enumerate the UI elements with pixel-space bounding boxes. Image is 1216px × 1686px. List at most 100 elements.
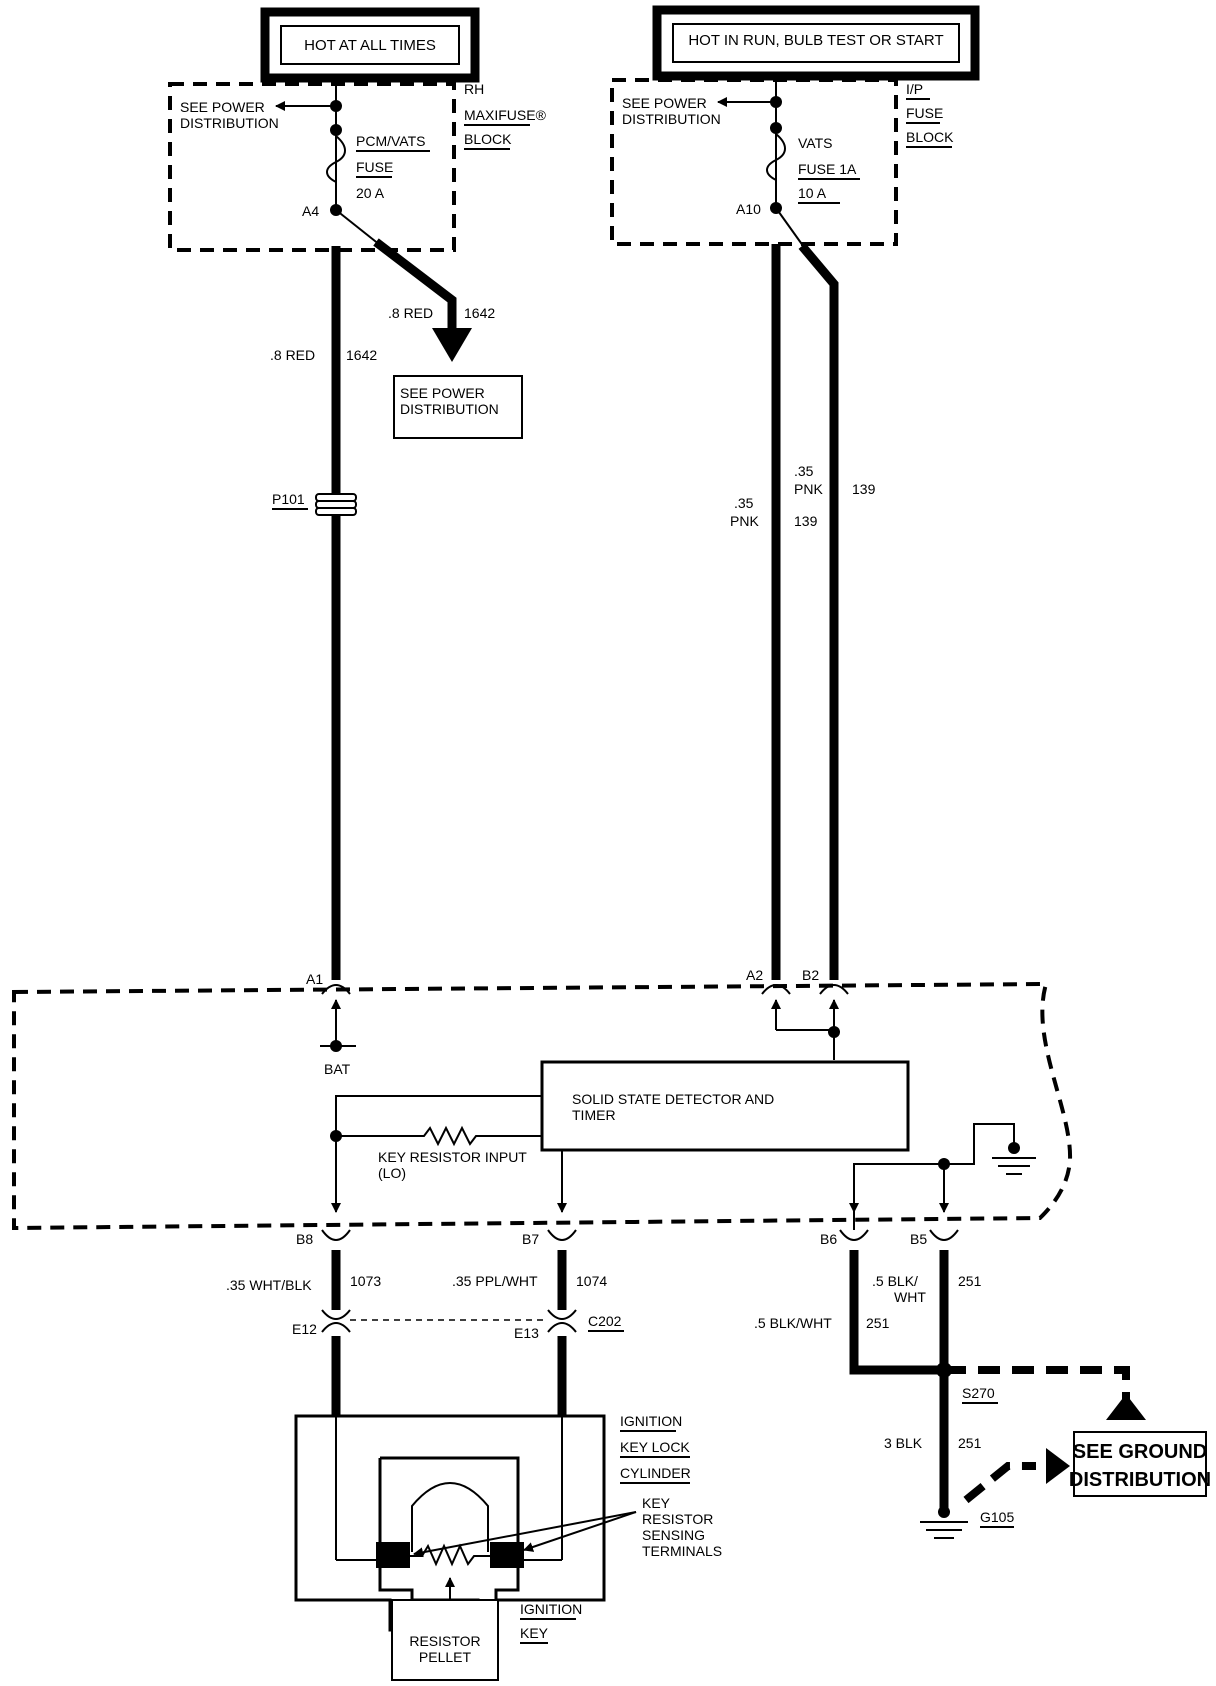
ground-arrow-side — [1046, 1448, 1070, 1484]
ignition-key-lock-cylinder: IGNITION KEY LOCK CYLINDER KEY RESISTOR … — [294, 1413, 722, 1644]
terminal-b5-socket — [929, 1229, 959, 1241]
rh-maxifuse-block: SEE POWER DISTRIBUTION PCM/VATS FUSE 20 … — [168, 81, 547, 252]
ignition-key-arch — [411, 1482, 489, 1552]
ignition-lock-2: KEY LOCK — [620, 1439, 690, 1455]
vats-module: A1 BAT A2 B2 SOLID STATE DETECTOR AND TI… — [12, 967, 1073, 1247]
resistor-pellet-symbol — [410, 1543, 490, 1567]
blk-wht-251-wires: .5 BLK/WHT 251 .5 BLK/ WHT 251 — [754, 1250, 982, 1375]
c202-label: C202 — [588, 1313, 622, 1329]
terminal-a4: A4 — [302, 203, 319, 219]
blk-wht-left-circuit: 251 — [866, 1315, 890, 1331]
pcm-vats-fuse-symbol — [326, 135, 346, 183]
red-branch-gauge: .8 RED — [388, 305, 433, 321]
terminal-b8-socket — [321, 1229, 351, 1241]
c202-e12: E12 — [292, 1321, 317, 1337]
ip-block-name-3: BLOCK — [906, 129, 954, 145]
vats-fuse-symbol — [766, 133, 786, 181]
terminal-a2: A2 — [746, 967, 763, 983]
terminal-a2-socket — [761, 984, 791, 995]
right-see-power-1: SEE POWER — [622, 95, 707, 111]
red-main-gauge: .8 RED — [270, 347, 315, 363]
g105-label: G105 — [980, 1509, 1014, 1525]
ip-block-name-2: FUSE — [906, 105, 943, 121]
pnk-right-circuit: 139 — [852, 481, 876, 497]
terminal-b6: B6 — [820, 1231, 837, 1247]
ignition-key-1: IGNITION — [520, 1601, 582, 1617]
key-terminals-2: RESISTOR — [642, 1511, 713, 1527]
terminal-a10: A10 — [736, 201, 761, 217]
blk-wht-right-gauge-1: .5 BLK/ — [872, 1273, 918, 1289]
splice-s270: S270 — [936, 1362, 1146, 1420]
solid-state-detector-box — [540, 1060, 910, 1152]
power-source-right: HOT IN RUN, BULB TEST OR START — [652, 5, 980, 81]
resistor-pellet-2: PELLET — [419, 1649, 472, 1665]
left-see-power-2: DISTRIBUTION — [180, 115, 279, 131]
pnk-139-wires: .35 PNK 139 .35 PNK 139 — [730, 207, 876, 980]
see-power-distribution-box: SEE POWER DISTRIBUTION — [393, 375, 523, 439]
see-power-box-1: SEE POWER — [400, 385, 485, 401]
sensing-terminal-right — [490, 1542, 524, 1568]
pcm-vats-fuse-name-2: FUSE — [356, 159, 393, 175]
see-ground-distribution-box: SEE GROUND DISTRIBUTION — [1069, 1431, 1211, 1497]
terminal-a1: A1 — [306, 971, 323, 987]
ignition-key-2: KEY — [520, 1625, 549, 1641]
vats-fuse-name-1: VATS — [798, 135, 833, 151]
red-branch-arrow — [432, 328, 472, 362]
pnk-left-circuit: 139 — [794, 513, 818, 529]
pnk-left-gauge-2: PNK — [730, 513, 759, 529]
blk-gauge: 3 BLK — [884, 1435, 923, 1451]
pnk-left-gauge-1: .35 — [734, 495, 754, 511]
red-main-circuit: 1642 — [346, 347, 377, 363]
ignition-lock-1: IGNITION — [620, 1413, 682, 1429]
ppl-wht-circuit: 1074 — [576, 1273, 607, 1289]
terminal-b2: B2 — [802, 967, 819, 983]
terminal-b2-socket — [819, 984, 849, 995]
rh-block-name-3: BLOCK — [464, 131, 512, 147]
p101-label: P101 — [272, 491, 305, 507]
terminal-b7-socket — [547, 1229, 577, 1241]
vats-fuse-name-2: FUSE 1A — [798, 161, 857, 177]
key-input-resistor — [336, 1125, 542, 1147]
key-resistor-input-1: KEY RESISTOR INPUT — [378, 1149, 527, 1165]
key-terminals-1: KEY — [642, 1495, 671, 1511]
resistor-pellet-1: RESISTOR — [409, 1633, 480, 1649]
blk-wht-left-gauge: .5 BLK/WHT — [754, 1315, 832, 1331]
detector-label-1: SOLID STATE DETECTOR AND — [572, 1091, 774, 1107]
ppl-wht-gauge: .35 PPL/WHT — [452, 1273, 538, 1289]
red-branch-circuit: 1642 — [464, 305, 495, 321]
see-ground-1: SEE GROUND — [1073, 1441, 1207, 1463]
terminal-b8: B8 — [296, 1231, 313, 1247]
wht-blk-1073-wire: .35 WHT/BLK 1073 — [226, 1250, 381, 1416]
ground-arrow-top — [1106, 1394, 1146, 1420]
red-1642-main-wire: .8 RED 1642 — [270, 246, 377, 980]
see-power-box-2: DISTRIBUTION — [400, 401, 499, 417]
terminal-a1-socket — [321, 984, 351, 995]
detector-label-2: TIMER — [572, 1107, 616, 1123]
power-source-right-label: HOT IN RUN, BULB TEST OR START — [688, 32, 943, 49]
key-terminals-4: TERMINALS — [642, 1543, 722, 1559]
module-outline — [12, 981, 1073, 1231]
vats-fuse-rating: 10 A — [798, 185, 827, 201]
ppl-wht-1074-wire: .35 PPL/WHT 1074 — [452, 1250, 607, 1416]
red-1642-branch: .8 RED 1642 — [335, 209, 495, 362]
s270-label: S270 — [962, 1385, 995, 1401]
wht-blk-circuit: 1073 — [350, 1273, 381, 1289]
pnk-right-gauge-1: .35 — [794, 463, 814, 479]
key-terminals-3: SENSING — [642, 1527, 705, 1543]
connector-p101: P101 — [272, 491, 357, 516]
terminal-b7: B7 — [522, 1231, 539, 1247]
terminal-b5: B5 — [910, 1231, 927, 1247]
bat-label: BAT — [324, 1061, 351, 1077]
wht-blk-gauge: .35 WHT/BLK — [226, 1277, 312, 1293]
blk-circuit: 251 — [958, 1435, 982, 1451]
connector-c202: E12 E13 C202 — [292, 1309, 624, 1341]
terminal-b6-socket — [839, 1229, 869, 1241]
blk-251-ground-wire: 3 BLK 251 G105 — [884, 1370, 1070, 1539]
sensing-terminal-left — [376, 1542, 410, 1568]
blk-wht-right-circuit: 251 — [958, 1273, 982, 1289]
left-see-power-1: SEE POWER — [180, 99, 265, 115]
key-resistor-input-2: (LO) — [378, 1165, 406, 1181]
right-see-power-2: DISTRIBUTION — [622, 111, 721, 127]
power-source-left-label: HOT AT ALL TIMES — [304, 37, 436, 54]
pcm-vats-fuse-rating: 20 A — [356, 185, 385, 201]
